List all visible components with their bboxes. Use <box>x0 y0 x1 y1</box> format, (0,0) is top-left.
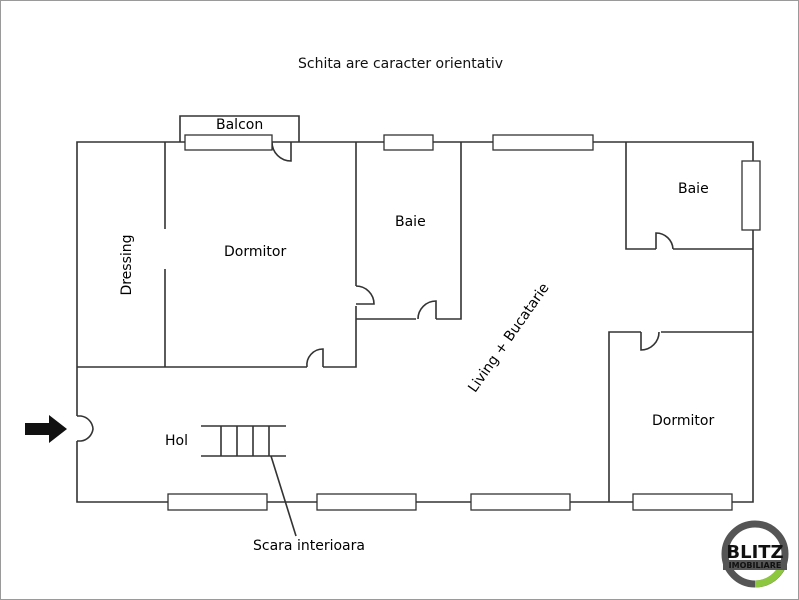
svg-text:BLITZ: BLITZ <box>726 542 783 563</box>
svg-text:IMOBILIARE: IMOBILIARE <box>729 561 782 570</box>
doors <box>77 141 674 442</box>
walls <box>76 115 754 503</box>
room-label-dormitor-2: Dormitor <box>652 413 715 429</box>
room-label-baie-2: Baie <box>678 181 709 197</box>
entrance-arrow-icon <box>25 415 67 443</box>
room-label-dressing: Dressing <box>119 234 135 296</box>
note-label: Schita are caracter orientativ <box>297 56 503 72</box>
blitz-logo: BLITZ IMOBILIARE <box>721 520 789 588</box>
room-label-baie: Baie <box>395 214 426 230</box>
stairs-label: Scara interioara <box>253 538 365 554</box>
windows <box>167 134 761 511</box>
room-label-balcon: Balcon <box>216 117 264 133</box>
stairs <box>201 425 297 537</box>
room-label-hol: Hol <box>165 433 188 449</box>
room-label-dormitor: Dormitor <box>224 244 287 260</box>
